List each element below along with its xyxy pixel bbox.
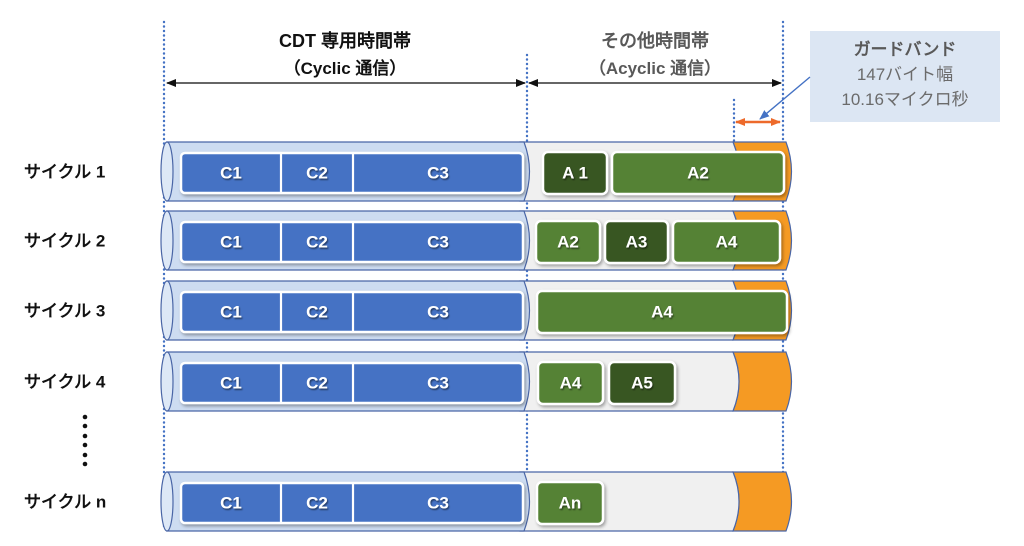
guard-band-callout (810, 31, 1000, 122)
acyclic-segment (541, 150, 609, 196)
cyclic-segment-label: C3 (427, 494, 449, 513)
more-cycles-ellipsis (82, 414, 88, 467)
cyclic-segment-label: C3 (427, 233, 449, 252)
acyclic-segment-label: A 1 (562, 164, 588, 183)
cycle-row: サイクル n C1 C2 C3 An (24, 471, 793, 532)
cyclic-segment-label: C3 (427, 164, 449, 183)
acyclic-segment (603, 219, 670, 265)
ellipsis-dot (82, 433, 88, 439)
cyclic-segment-label: C3 (427, 374, 449, 393)
cyclic-segment-label: C1 (220, 233, 242, 252)
cyclic-segment-label: C1 (220, 303, 242, 322)
acyclic-segment (610, 150, 786, 196)
tube-end-cap (160, 351, 174, 412)
acyclic-period-subtitle: （Acyclic 通信） (589, 58, 721, 78)
cycle-row: サイクル 3 C1 C2 C3 A4 (24, 280, 793, 341)
cyclic-segment-label: C3 (427, 303, 449, 322)
cyclic-segment-label: C2 (306, 303, 328, 322)
cycle-row-label: サイクル 1 (24, 163, 105, 182)
acyclic-segment (535, 289, 789, 335)
tube-end-cap (160, 141, 174, 202)
guard-band-title: ガードバンド (854, 40, 957, 59)
cycle-row-label: サイクル n (24, 493, 106, 512)
acyclic-segment-label: A3 (626, 233, 648, 252)
cyclic-segment-label: C2 (306, 233, 328, 252)
guide-lines (162, 20, 785, 532)
cyclic-period-subtitle: （Cyclic 通信） (284, 58, 407, 78)
acyclic-segment (536, 360, 605, 406)
acyclic-segment-label: A2 (557, 233, 579, 252)
cycle-row-label: サイクル 2 (24, 232, 105, 251)
cycle-row: サイクル 2 C1 C2 C3 A2 A3 A4 (24, 210, 793, 271)
cyclic-segment-label: C2 (306, 374, 328, 393)
guard-band-duration: 10.16マイクロ秒 (841, 90, 968, 109)
tube-end-cap (160, 471, 174, 532)
cycle-row-label: サイクル 3 (24, 302, 105, 321)
cyclic-segment-label: C1 (220, 164, 242, 183)
cyclic-segment-label: C2 (306, 164, 328, 183)
cyclic-segment-label: C2 (306, 494, 328, 513)
acyclic-segment (671, 219, 782, 265)
cycle-row: サイクル 1 C1 C2 C3 A 1 A2 (24, 141, 793, 202)
guard-band-segment (732, 351, 793, 412)
acyclic-segment-label: An (559, 494, 582, 513)
cyclic-period-title: CDT 専用時間帯 (279, 30, 411, 51)
acyclic-segment-label: A2 (687, 164, 709, 183)
acyclic-period-title: その他時間帯 (601, 30, 709, 51)
ellipsis-dot (82, 452, 88, 458)
acyclic-segment-label: A4 (651, 303, 673, 322)
ellipsis-dot (82, 442, 88, 448)
ellipsis-dot (82, 461, 88, 467)
ellipsis-dot (82, 414, 88, 420)
guard-band-size: 147バイト幅 (857, 65, 953, 84)
cyclic-segment-label: C1 (220, 374, 242, 393)
tube-end-cap (160, 210, 174, 271)
acyclic-segment-label: A4 (560, 374, 582, 393)
acyclic-segment-label: A4 (716, 233, 738, 252)
acyclic-segment (607, 360, 677, 406)
acyclic-segment-label: A5 (631, 374, 653, 393)
cycle-row-label: サイクル 4 (24, 373, 106, 392)
cyclic-segment-label: C1 (220, 494, 242, 513)
acyclic-segment (535, 480, 605, 526)
callout-pointer-arrow (759, 76, 811, 120)
ellipsis-dot (82, 423, 88, 429)
guard-band-segment (732, 471, 793, 532)
cycle-row: サイクル 4 C1 C2 C3 A4 A5 (24, 351, 793, 412)
acyclic-segment (534, 219, 602, 265)
tube-end-cap (160, 280, 174, 341)
